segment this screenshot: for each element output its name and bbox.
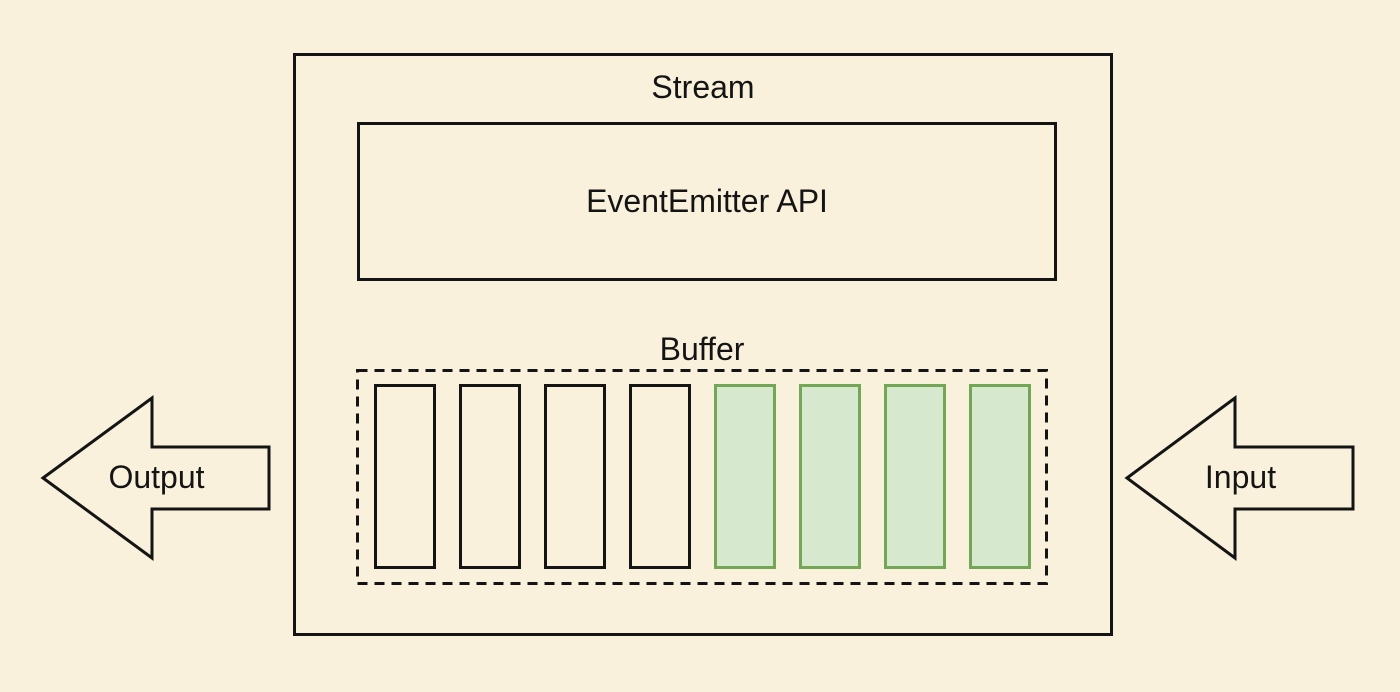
- event-emitter-label: EventEmitter API: [586, 182, 828, 219]
- stream-box: Stream EventEmitter API Buffer: [293, 53, 1113, 636]
- output-arrow: Output: [40, 394, 273, 562]
- buffer-slot-empty: [629, 384, 691, 569]
- buffer-slot-filled: [714, 384, 776, 569]
- buffer-slot-filled: [799, 384, 861, 569]
- input-arrow: Input: [1124, 394, 1357, 562]
- buffer-dashed-border: [356, 369, 1048, 585]
- input-arrow-label: Input: [1204, 459, 1277, 496]
- output-arrow-shape: [40, 395, 271, 561]
- buffer-slot-empty: [544, 384, 606, 569]
- buffer-slot-filled: [969, 384, 1031, 569]
- stream-title: Stream: [651, 69, 755, 105]
- buffer-label: Buffer: [659, 331, 745, 367]
- input-arrow-shape: [1124, 395, 1355, 561]
- buffer-slot-empty: [374, 384, 436, 569]
- buffer-slot-filled: [884, 384, 946, 569]
- buffer-slots: [374, 384, 1031, 569]
- buffer-box: [356, 369, 1048, 585]
- event-emitter-box: EventEmitter API: [357, 122, 1057, 281]
- output-arrow-label: Output: [108, 459, 205, 496]
- buffer-slot-empty: [459, 384, 521, 569]
